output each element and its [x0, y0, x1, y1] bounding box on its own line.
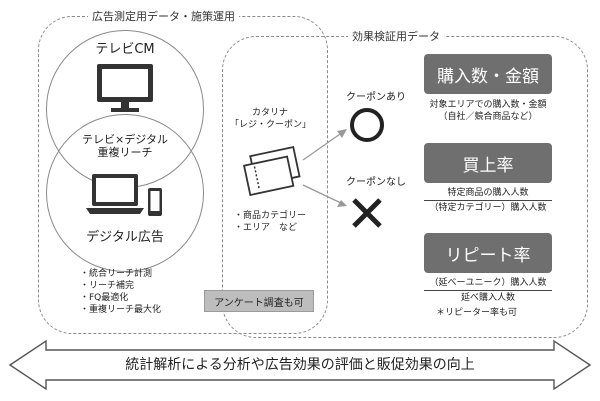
- buy-rate-numerator: 特定商品の購入人数: [447, 188, 529, 198]
- digital-bullet-item: ・重複リーチ最大化: [80, 305, 162, 315]
- digital-bullet-item: ・リーチ補完: [80, 281, 135, 291]
- buy-rate-fraction-line: [424, 200, 552, 201]
- coupon-bullet-item: ・商品カテゴリー: [234, 211, 307, 221]
- ad-measurement-label: 広告測定用データ・施策運用: [88, 8, 239, 24]
- survey-box: アンケート調査も可: [204, 290, 314, 312]
- digital-bullet-item: ・FQ最適化: [80, 293, 129, 303]
- tv-monitor-icon: [97, 64, 153, 112]
- cross-mark-icon: [352, 198, 382, 228]
- repeat-rate-numerator: （延べーユニーク）購入人数: [429, 278, 547, 288]
- circle-mark-icon: [350, 108, 384, 142]
- coupon-yes-arrowhead: [337, 129, 347, 138]
- coupon-ticket-icon: [243, 145, 301, 197]
- coupon-no-arrow: [302, 184, 344, 205]
- catalina-label-line1: カタリナ: [251, 108, 288, 118]
- coupon-no-arrowhead: [337, 200, 347, 207]
- overlap-reach-label-line1: テレビ×デジタル: [82, 133, 168, 146]
- coupon-bullet-list: ・商品カテゴリー ・エリア など: [234, 210, 306, 234]
- catalina-label-line2: 「レジ・クーポン」: [230, 120, 312, 130]
- digital-ad-label: デジタル広告: [86, 230, 164, 245]
- coupon-yes-label: クーポンあり: [346, 92, 406, 103]
- coupon-no-label: クーポンなし: [346, 177, 406, 188]
- repeat-rate-note: ＊リピーター率も可: [436, 308, 518, 318]
- bottom-banner-text: 統計解析による分析や広告効果の評価と販促効果の向上: [125, 357, 475, 373]
- digital-ad-circle: [46, 114, 204, 272]
- purchase-metric-box: 購入数・金額: [424, 54, 552, 94]
- purchase-desc-line1: 対象エリアでの購入数・金額: [429, 100, 547, 110]
- buy-rate-denominator: （特定カテゴリー）購入人数: [429, 203, 547, 213]
- purchase-desc-line2: （自社／競合商品など）: [438, 112, 538, 122]
- repeat-rate-fraction-line: [424, 290, 552, 291]
- laptop-phone-icon: [86, 174, 162, 216]
- effect-verification-label: 効果検証用データ: [348, 28, 444, 44]
- overlap-reach-label-line2: 重複リーチ: [97, 146, 153, 159]
- tv-cm-label: テレビCM: [95, 42, 155, 57]
- digital-bullet-list: ・統合リーチ計測 ・リーチ補完 ・FQ最適化 ・重複リーチ最大化: [80, 268, 161, 316]
- coupon-bullet-item: ・エリア など: [234, 223, 298, 233]
- buy-rate-metric-box: 買上率: [424, 143, 552, 183]
- coupon-yes-arrow: [302, 131, 344, 161]
- repeat-rate-denominator: 延べ購入人数: [460, 293, 515, 303]
- repeat-rate-metric-box: リピート率: [424, 233, 552, 273]
- digital-bullet-item: ・統合リーチ計測: [80, 269, 153, 279]
